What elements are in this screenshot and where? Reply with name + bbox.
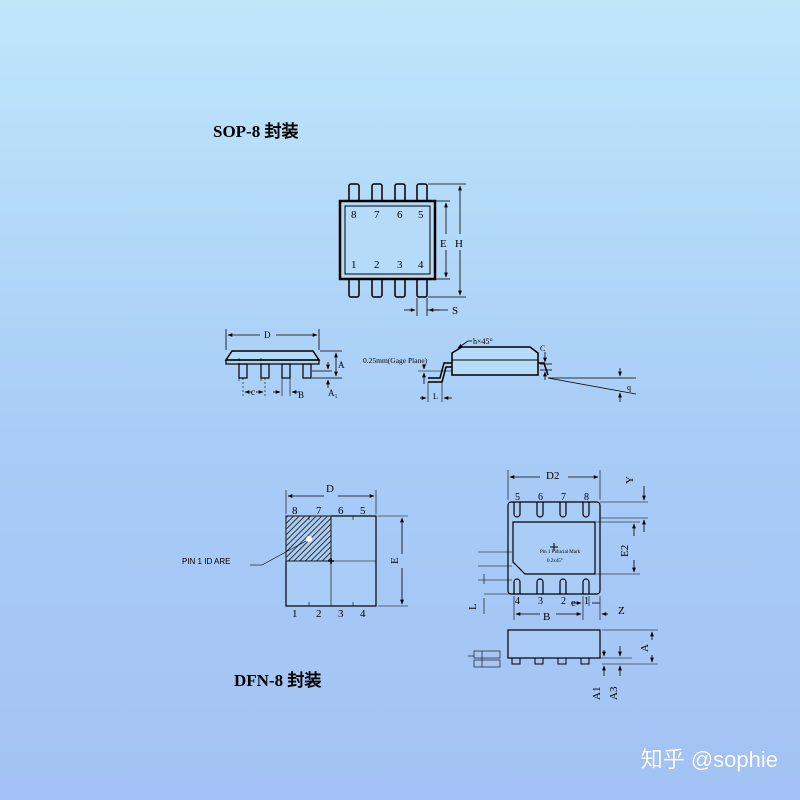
- dfn8-bottom-labels: D2 5 6 7 8 4 3 2 1 Y E2 L B e Z Pin 1 Fi…: [467, 470, 636, 623]
- dfn8-side-labels: A A1 A3: [591, 644, 651, 700]
- dfn8-dim-B: B: [543, 611, 550, 623]
- dfn8-chamfer: 0.2x45°: [547, 559, 563, 564]
- dfn8-dim-A1: A1: [591, 687, 603, 700]
- sop8-dim-L: L: [433, 392, 438, 401]
- dfn8-bpin-8: 8: [584, 492, 589, 503]
- dfn8-top-view: [250, 490, 408, 607]
- sop8-pin-7: 7: [374, 209, 380, 221]
- sop8-top-view: [338, 183, 466, 316]
- sop8-dim-c: c: [251, 387, 255, 397]
- dfn8-dim-Y: Y: [624, 476, 636, 484]
- dfn8-pin-4: 4: [360, 608, 366, 620]
- sop8-end-view: [418, 340, 637, 402]
- watermark: 知乎 @sophie: [640, 747, 778, 772]
- dfn8-bpin-3: 3: [538, 596, 543, 607]
- dfn8-dim-A3: A3: [608, 686, 620, 700]
- dfn8-dim-A: A: [639, 644, 651, 652]
- dfn8-bpin-6: 6: [538, 492, 543, 503]
- sop8-pin-6: 6: [397, 209, 403, 221]
- dfn8-fiducial: Pin 1 Fiducial Mark: [540, 550, 581, 555]
- sop8-dim-E: E: [440, 238, 447, 250]
- sop8-pin-5: 5: [418, 209, 424, 221]
- sop8-side-labels: D A A₁ c B: [251, 330, 345, 400]
- sop8-dim-C: C: [540, 344, 545, 353]
- dfn8-dim-e: e: [571, 597, 576, 609]
- sop8-dim-B: B: [298, 390, 304, 400]
- dfn8-dim-E: E: [389, 557, 401, 564]
- dfn8-dim-D2: D2: [546, 470, 559, 482]
- dfn8-bpin-2: 2: [561, 596, 566, 607]
- sop8-pin-1: 1: [351, 259, 357, 271]
- dfn8-pin-6: 6: [338, 505, 344, 517]
- dfn8-dim-D: D: [326, 483, 334, 495]
- sop8-side-view: [224, 329, 342, 396]
- dfn8-bpin-7: 7: [561, 492, 566, 503]
- dfn8-bpin-5: 5: [515, 492, 520, 503]
- dfn8-top-labels: D 8 7 6 5 1 2 3 4 E PIN 1 ID ARE: [182, 483, 401, 620]
- sop8-top-labels: 8 7 6 5 1 2 3 4 E H S: [351, 209, 463, 317]
- dfn8-bpin-1: 1: [584, 596, 589, 607]
- sop8-dim-S: S: [452, 305, 458, 317]
- dfn8-title: DFN-8 封装: [234, 671, 322, 690]
- sop8-pin-2: 2: [374, 259, 380, 271]
- dfn8-pin-8: 8: [292, 505, 298, 517]
- sop8-pin-8: 8: [351, 209, 357, 221]
- sop8-dim-D: D: [264, 330, 271, 340]
- dfn8-pin-1: 1: [292, 608, 298, 620]
- sop8-gage-plane: 0.25mm(Gage Plane): [363, 356, 428, 365]
- dfn8-dim-Z: Z: [618, 605, 625, 617]
- dfn8-pin-7: 7: [316, 505, 322, 517]
- dfn8-dim-L: L: [467, 603, 479, 610]
- sop8-pin-3: 3: [397, 259, 403, 271]
- dfn8-bottom-view: [478, 470, 648, 620]
- sop8-title: SOP-8 封装: [213, 122, 299, 141]
- dfn8-dim-E2: E2: [619, 545, 631, 557]
- sop8-dim-q: q: [627, 383, 631, 392]
- sop8-dim-A: A: [338, 360, 345, 370]
- dfn8-side-view: [468, 629, 658, 676]
- dfn8-bpin-4: 4: [515, 596, 520, 607]
- sop8-end-labels: h×45° C 0.25mm(Gage Plane) L q: [363, 337, 631, 401]
- sop8-dim-A1: A₁: [328, 388, 338, 398]
- sop8-dim-H: H: [455, 238, 463, 250]
- sop8-pin-4: 4: [418, 259, 424, 271]
- dfn8-pin-3: 3: [338, 608, 344, 620]
- dfn8-pin-5: 5: [360, 505, 366, 517]
- dfn8-pin1-label: PIN 1 ID ARE: [182, 557, 230, 566]
- sop8-dim-h45: h×45°: [473, 337, 493, 346]
- dfn8-pin-2: 2: [316, 608, 322, 620]
